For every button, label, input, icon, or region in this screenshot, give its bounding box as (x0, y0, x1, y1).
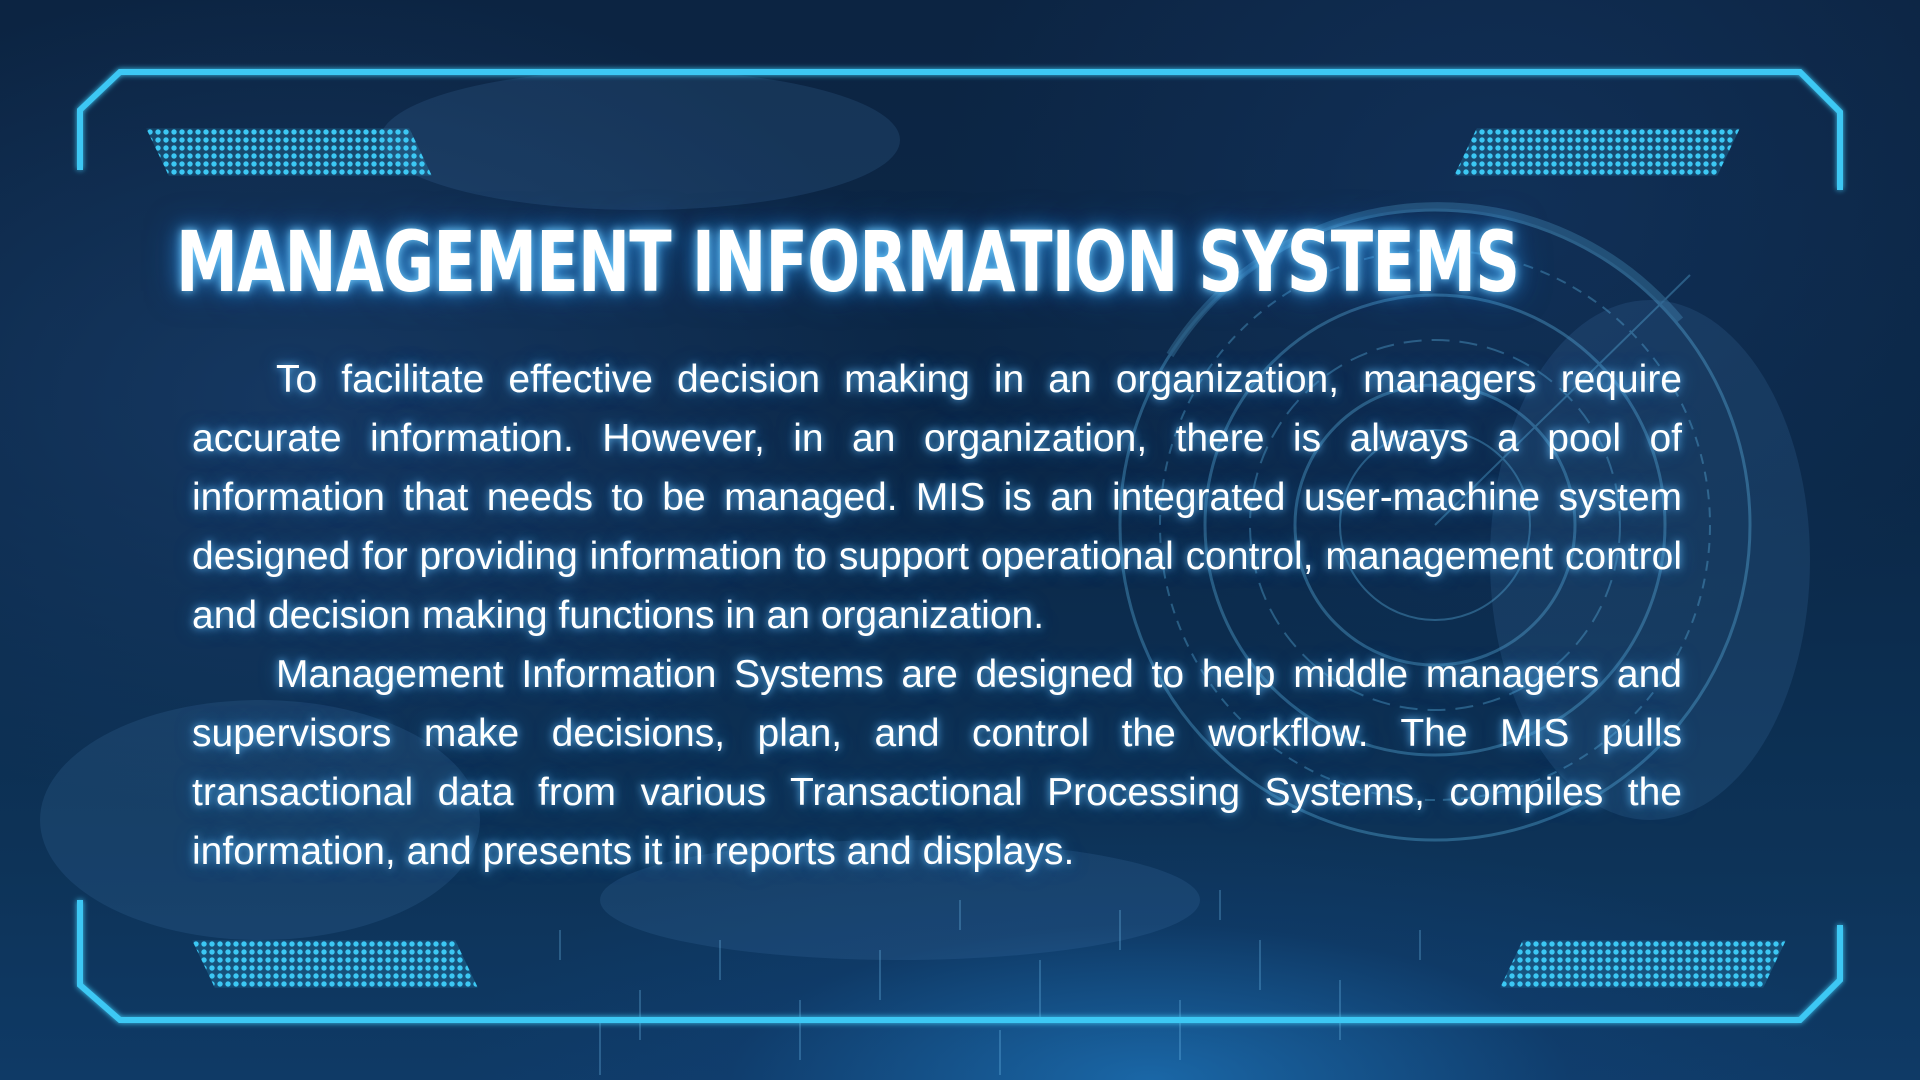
slide-body: To facilitate effective decision making … (192, 350, 1682, 881)
dot-band-bottom-left (192, 940, 478, 988)
slide-title: MANAGEMENT INFORMATION SYSTEMS (176, 213, 1520, 311)
radar-circle-icon (1118, 202, 1752, 842)
body-paragraph: To facilitate effective decision making … (192, 358, 1682, 637)
dot-band-bottom-right (1500, 940, 1786, 988)
dot-band-top-right (1454, 128, 1740, 176)
dot-band-top-left (146, 128, 432, 176)
body-paragraph: Management Information Systems are desig… (192, 653, 1682, 873)
